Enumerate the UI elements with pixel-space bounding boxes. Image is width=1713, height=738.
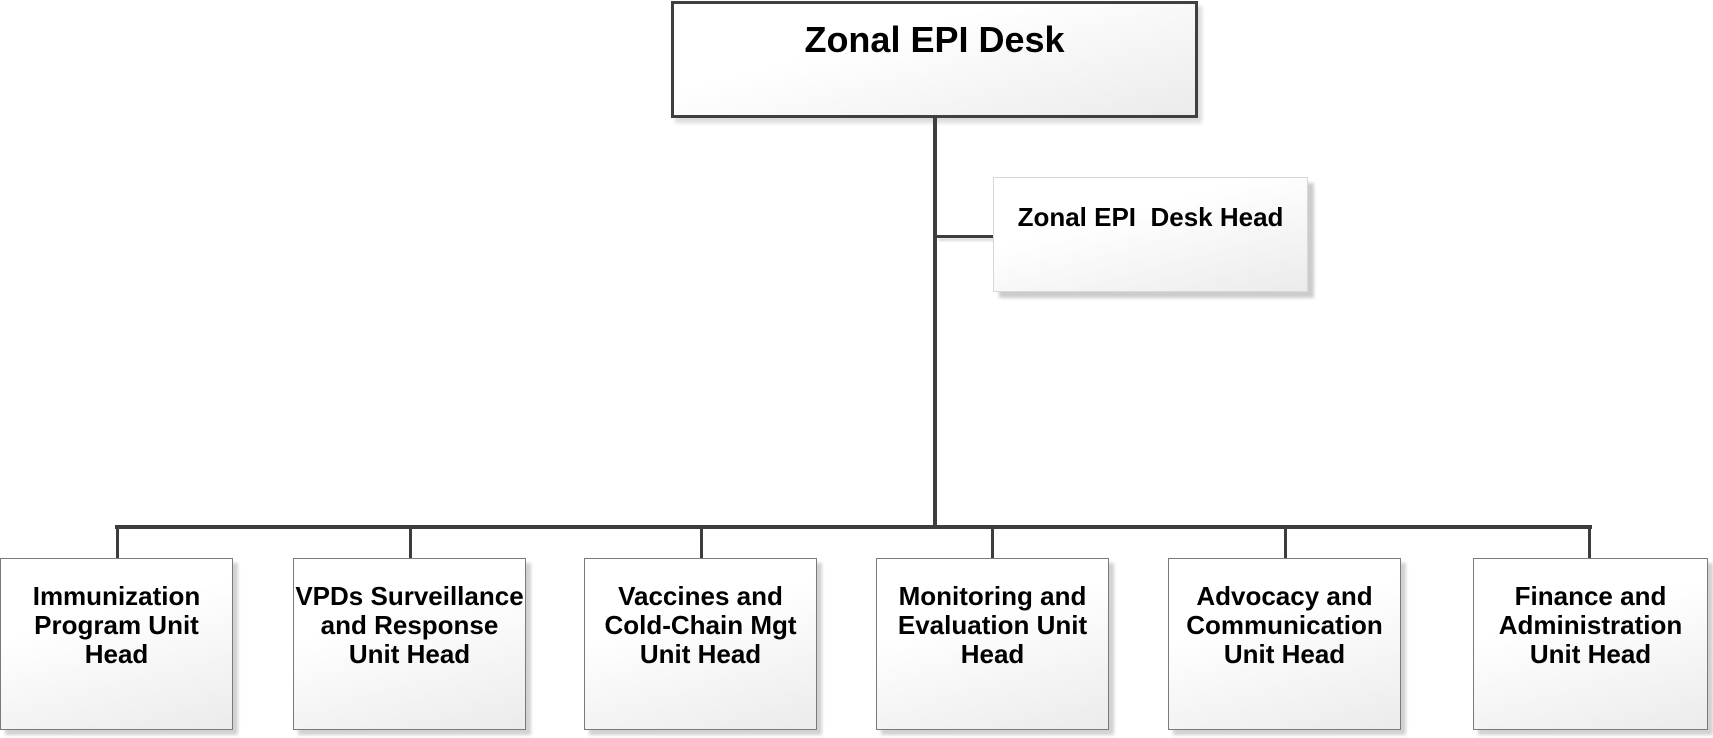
unit-box-finance-administration: Finance and Administration Unit Head [1473,558,1708,730]
children-connector-line [115,525,1592,529]
drop-connector-line [116,529,119,558]
assistant-connector-line [937,235,993,238]
root-box-zonal-epi-desk: Zonal EPI Desk [671,1,1198,118]
unit-box-vpds-surveillance-response: VPDs Surveillance and Response Unit Head [293,558,526,730]
drop-connector-line [1588,529,1591,558]
drop-connector-line [409,529,412,558]
assistant-box-desk-head: Zonal EPI Desk Head [993,177,1308,292]
drop-connector-line [1284,529,1287,558]
trunk-connector-line [933,118,937,527]
unit-box-immunization-program: Immunization Program Unit Head [0,558,233,730]
unit-box-advocacy-communication: Advocacy and Communication Unit Head [1168,558,1401,730]
unit-box-vaccines-cold-chain: Vaccines and Cold-Chain Mgt Unit Head [584,558,817,730]
drop-connector-line [700,529,703,558]
drop-connector-line [991,529,994,558]
unit-box-monitoring-evaluation: Monitoring and Evaluation Unit Head [876,558,1109,730]
